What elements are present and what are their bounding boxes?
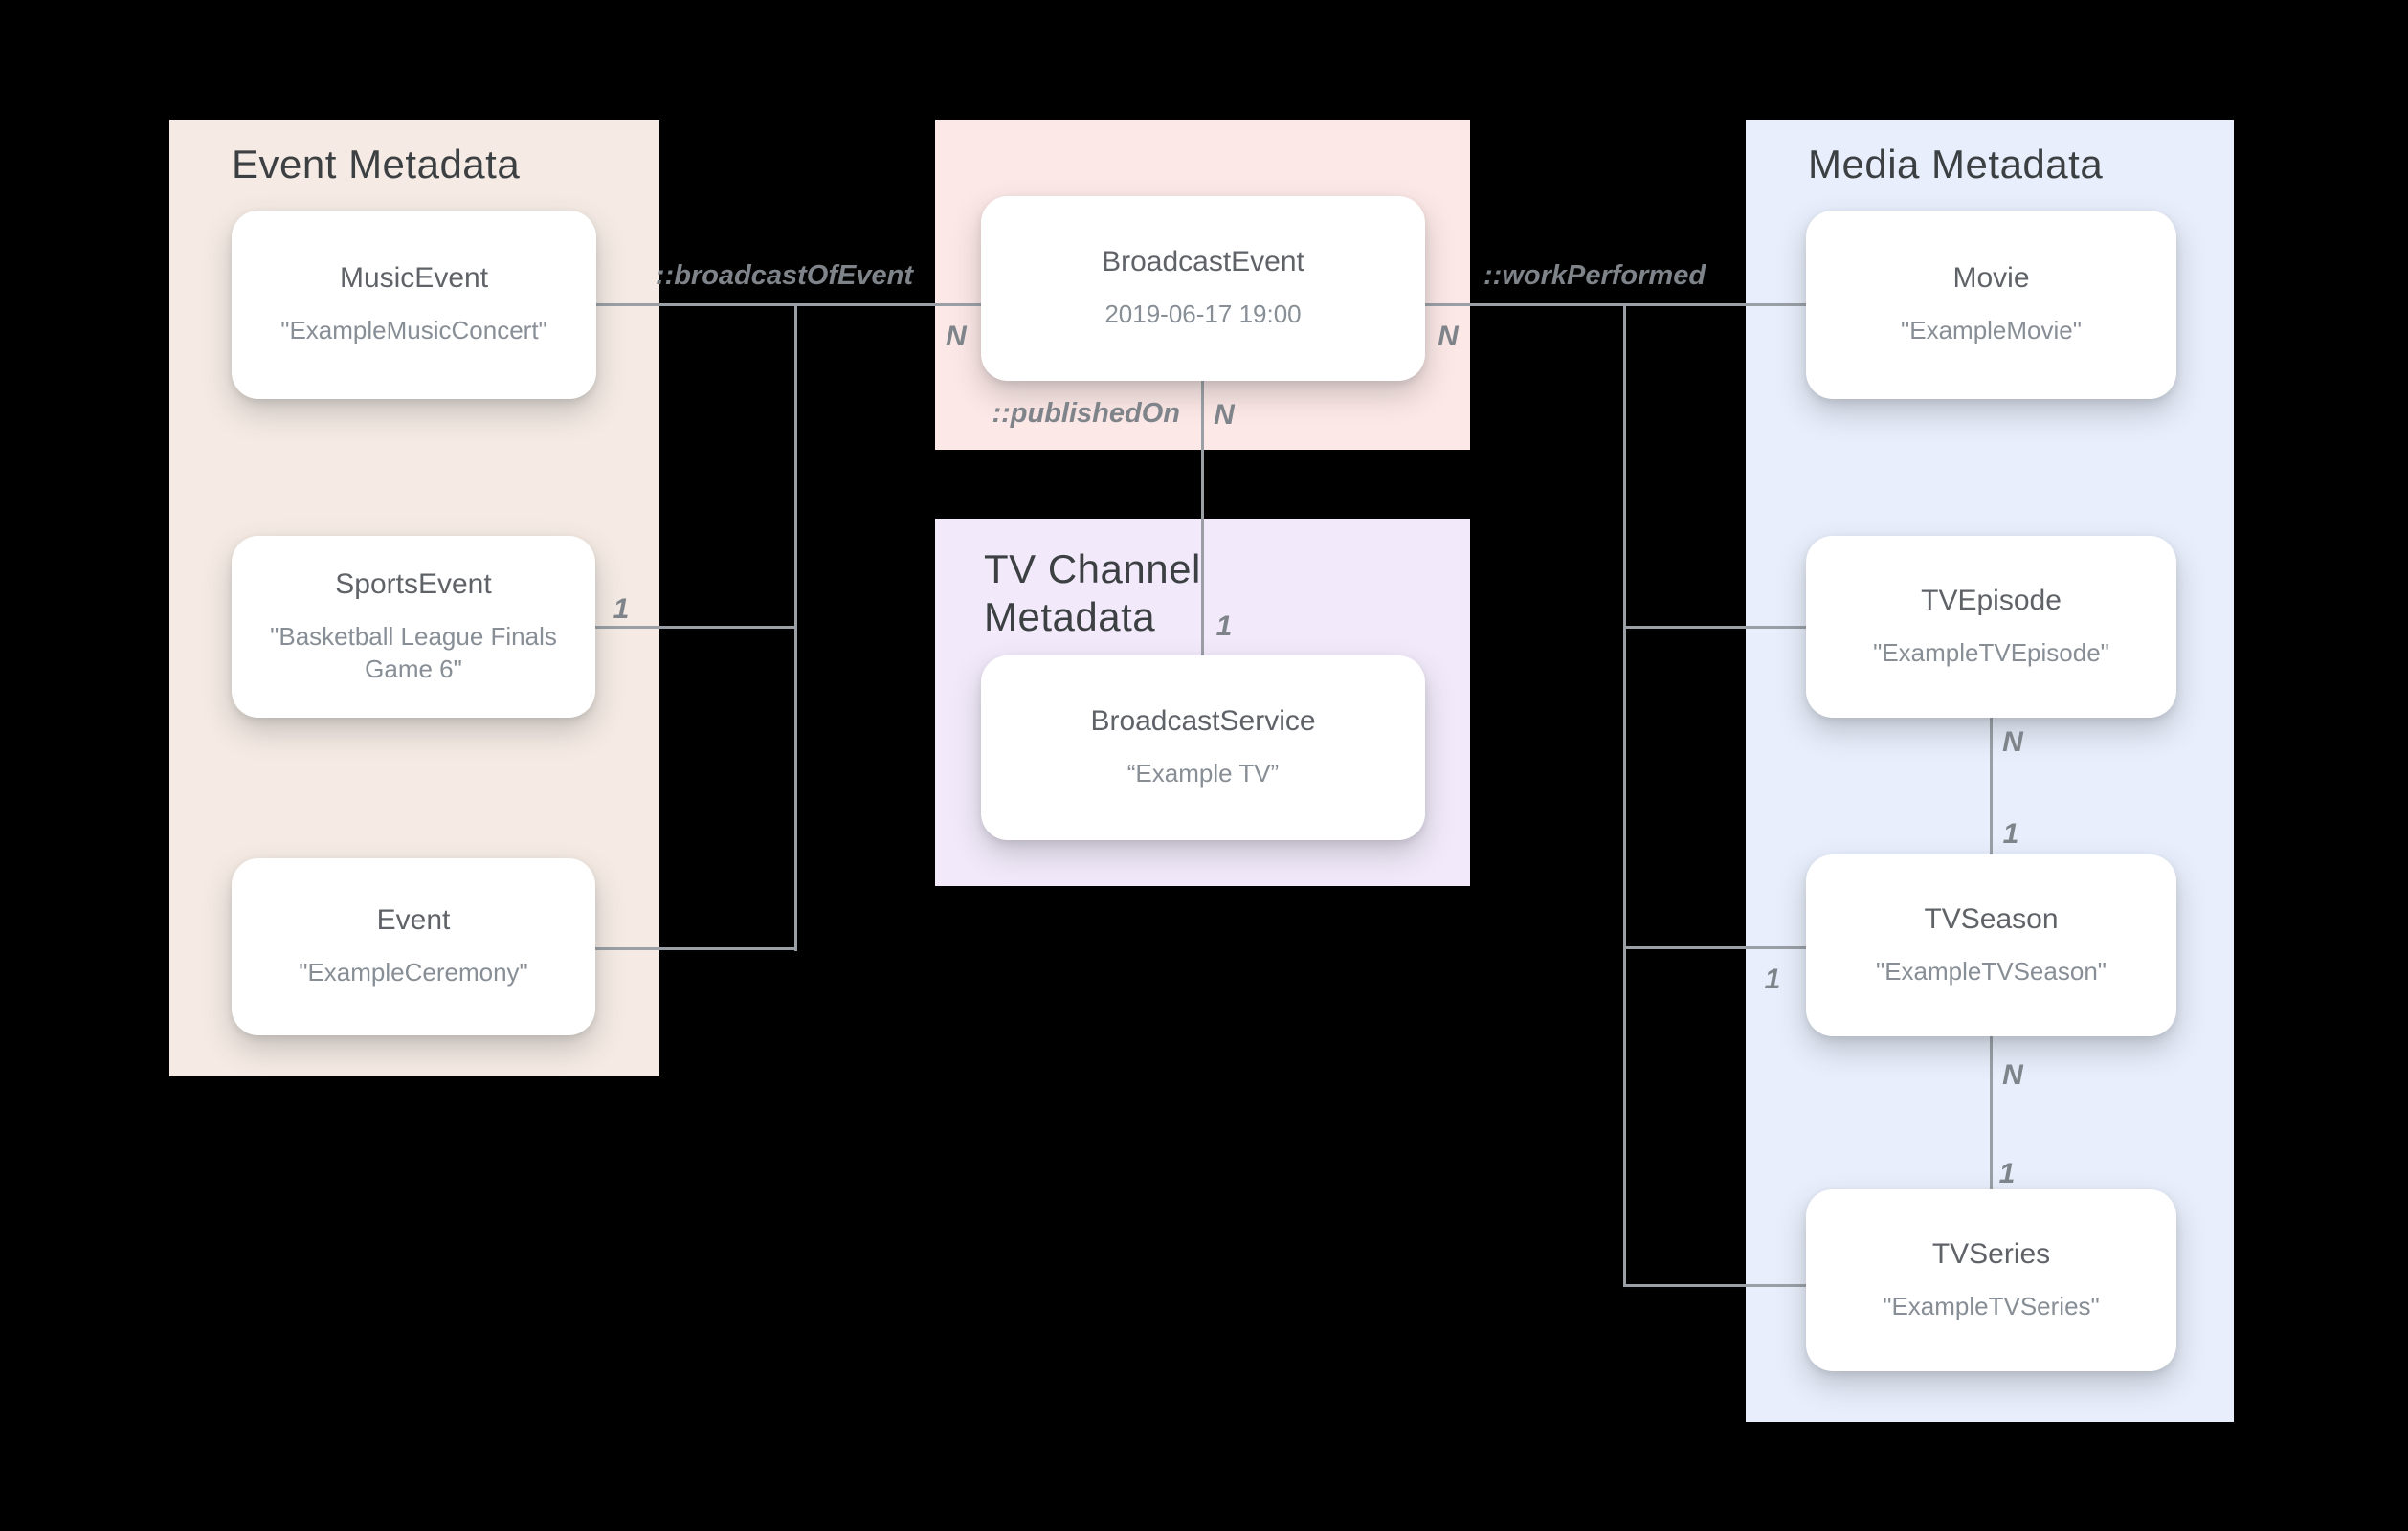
card-value: "ExampleTVEpisode" — [1873, 637, 2109, 667]
connector-event-stub — [595, 947, 796, 950]
edge-label-broadcastofevent: ::broadcastOfEvent — [655, 260, 913, 291]
connector-tvseason-stub — [1624, 946, 1806, 949]
card-value: "ExampleMovie" — [1901, 316, 2082, 345]
card-value: 2019-06-17 19:00 — [1104, 300, 1302, 329]
card-title: TVSeries — [1931, 1237, 2051, 1270]
panel-title-tv-channel-metadata: TV Channel Metadata — [984, 546, 1201, 639]
connector-tvepisode-stub — [1624, 626, 1806, 629]
card-title: TVEpisode — [1921, 584, 2062, 616]
card-event: Event "ExampleCeremony" — [232, 858, 595, 1035]
cardinality-1-episode-season: 1 — [2002, 818, 2019, 850]
cardinality-1-season-series: 1 — [1998, 1158, 2016, 1189]
connector-season-series-vertical — [1990, 1036, 1993, 1189]
cardinality-n-broadcastofevent: N — [946, 321, 967, 352]
cardinality-n-publishedon: N — [1214, 399, 1235, 431]
cardinality-n-workperformed: N — [1438, 321, 1459, 352]
card-tv-season: TVSeason "ExampleTVSeason" — [1806, 854, 2176, 1036]
card-movie: Movie "ExampleMovie" — [1806, 211, 2176, 399]
card-title: TVSeason — [1924, 902, 2059, 935]
connector-workperformed-trunk — [1425, 303, 1806, 306]
card-value: "Basketball League Finals Game 6" — [270, 621, 557, 683]
card-tv-series: TVSeries "ExampleTVSeries" — [1806, 1189, 2176, 1371]
cardinality-1-tvseason-left: 1 — [1764, 964, 1781, 995]
card-value: "ExampleTVSeries" — [1883, 1291, 2100, 1320]
panel-title-media-metadata: Media Metadata — [1808, 142, 2104, 187]
card-title: Event — [376, 904, 451, 937]
connector-publishedon-vertical — [1201, 381, 1204, 655]
edge-label-workperformed: ::workPerformed — [1483, 260, 1706, 291]
card-value: “Example TV” — [1126, 759, 1280, 788]
card-title: Movie — [1952, 262, 2030, 295]
cardinality-1-sportsevent: 1 — [613, 593, 630, 625]
panel-title-event-metadata: Event Metadata — [232, 142, 521, 187]
card-value: "ExampleMusicConcert" — [280, 316, 547, 345]
edge-label-publishedon: ::publishedOn — [992, 398, 1180, 429]
card-title: BroadcastService — [1090, 705, 1316, 738]
card-tv-episode: TVEpisode "ExampleTVEpisode" — [1806, 536, 2176, 718]
card-sports-event: SportsEvent "Basketball League Finals Ga… — [232, 536, 595, 718]
card-value: "ExampleTVSeason" — [1875, 956, 2107, 986]
card-broadcast-service: BroadcastService “Example TV” — [981, 655, 1425, 840]
card-value: "ExampleCeremony" — [299, 958, 528, 987]
connector-right-branch-vertical — [1623, 303, 1626, 1287]
connector-episode-season-vertical — [1990, 718, 1993, 854]
card-title: BroadcastEvent — [1102, 246, 1304, 278]
connector-broadcastofevent-trunk — [596, 303, 981, 306]
cardinality-1-broadcastservice: 1 — [1215, 610, 1233, 642]
connector-tvseries-stub — [1624, 1284, 1806, 1287]
card-title: MusicEvent — [339, 262, 489, 295]
cardinality-n-episode-season: N — [2002, 726, 2023, 758]
card-music-event: MusicEvent "ExampleMusicConcert" — [232, 211, 596, 399]
card-title: SportsEvent — [335, 567, 492, 600]
connector-sportsevent-stub — [595, 626, 796, 629]
cardinality-n-season-series: N — [2002, 1059, 2023, 1091]
card-broadcast-event: BroadcastEvent 2019-06-17 19:00 — [981, 196, 1425, 381]
